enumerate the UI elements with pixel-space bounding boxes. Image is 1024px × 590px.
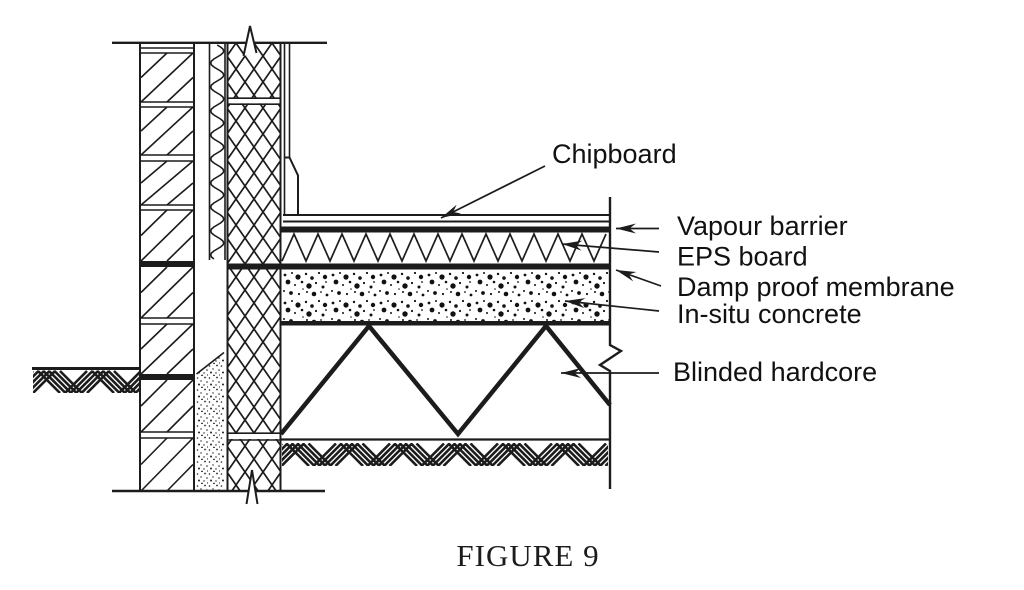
leader-in-situ-concrete bbox=[564, 298, 660, 312]
dpc-lower bbox=[140, 374, 194, 380]
hardcore-layer bbox=[279, 322, 612, 438]
label-blinded-hardcore: Blinded hardcore bbox=[673, 357, 877, 387]
cavity-fill bbox=[196, 351, 225, 491]
leader-damp-proof-membrane bbox=[615, 269, 662, 287]
damp-proof-membrane-layer bbox=[227, 263, 610, 270]
right-cut-line-with-break bbox=[597, 197, 624, 489]
leader-chipboard bbox=[440, 165, 546, 219]
inner-leaf-joint-upper bbox=[227, 97, 281, 105]
label-damp-proof-membrane: Damp proof membrane bbox=[677, 272, 955, 302]
leader-eps-board bbox=[561, 240, 660, 253]
skirting-board bbox=[284, 156, 299, 216]
outer-leaf-blockwork bbox=[139, 42, 195, 492]
break-mark-bottom bbox=[245, 469, 259, 505]
inner-leaf-joint-lower bbox=[227, 432, 281, 441]
external-ground bbox=[32, 367, 140, 393]
eps-board-layer bbox=[281, 231, 607, 264]
ground-hatch-under-floor bbox=[282, 443, 608, 466]
label-chipboard: Chipboard bbox=[552, 139, 677, 169]
leader-lines bbox=[440, 165, 662, 378]
floor-buildup bbox=[227, 214, 612, 466]
figure-caption: FIGURE 9 bbox=[456, 538, 599, 573]
vapour-barrier-layer bbox=[280, 226, 610, 233]
dpc-upper bbox=[140, 261, 194, 267]
annotation-labels: Chipboard Vapour barrier EPS board Damp … bbox=[456, 139, 954, 573]
concrete-bottom-line bbox=[281, 321, 609, 326]
cavity-insulation bbox=[208, 43, 226, 260]
break-mark-top bbox=[242, 25, 258, 57]
ground-hatch-external bbox=[33, 370, 139, 393]
label-in-situ-concrete: In-situ concrete bbox=[677, 299, 862, 329]
concrete-layer bbox=[281, 270, 609, 321]
label-vapour-barrier: Vapour barrier bbox=[677, 211, 848, 241]
label-eps-board: EPS board bbox=[677, 242, 808, 272]
section-boundaries bbox=[112, 25, 624, 505]
wall-lining bbox=[283, 43, 299, 216]
